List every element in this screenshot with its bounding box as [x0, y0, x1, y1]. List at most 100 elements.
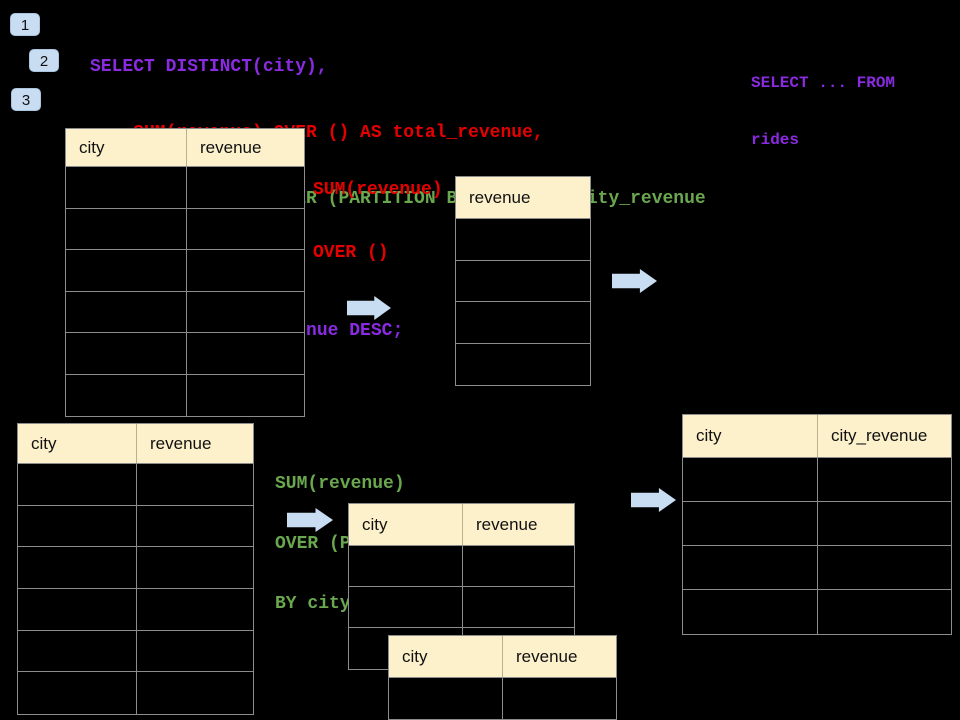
empty-cell: [503, 678, 616, 719]
table-row: [66, 250, 304, 292]
over-all-line-1: SUM(revenue): [313, 180, 443, 200]
empty-cell: [818, 546, 951, 589]
table-row: [66, 374, 304, 416]
table-row: [18, 630, 253, 673]
column-header: revenue: [502, 636, 616, 677]
column-header: revenue: [456, 177, 590, 218]
empty-cell: [18, 505, 137, 547]
flow-arrow-icon: [631, 488, 676, 512]
empty-cell: [187, 167, 304, 208]
fragment-line-1: SELECT ... FROM: [751, 74, 896, 92]
fragment-line-2: rides: [751, 131, 800, 149]
column-header: city: [66, 129, 187, 166]
empty-cell: [137, 672, 253, 715]
over-all-annotation: SUM(revenue) OVER (): [313, 138, 443, 306]
empty-cell: [66, 250, 187, 291]
table-row: [683, 590, 951, 634]
table-row: [456, 302, 590, 344]
empty-cell: [818, 458, 951, 501]
empty-cell: [349, 546, 463, 586]
empty-cell: [818, 590, 951, 634]
step-badge-2: 2: [29, 49, 59, 72]
table-row: [456, 219, 590, 261]
column-header: revenue: [136, 424, 253, 463]
step-badge-1: 1: [10, 13, 40, 36]
empty-cell: [18, 547, 137, 589]
empty-cell: [456, 219, 590, 260]
empty-cell: [187, 291, 304, 332]
empty-cell: [66, 291, 187, 332]
table-row: [389, 678, 616, 720]
table-row: [66, 291, 304, 333]
empty-cell: [66, 374, 187, 416]
table-row: [18, 672, 253, 715]
sql-line-select: SELECT DISTINCT(city),: [90, 57, 328, 77]
step-badge-3: 3: [11, 88, 41, 111]
column-header: revenue: [462, 504, 574, 545]
table-row: [66, 208, 304, 250]
column-header: city: [683, 415, 818, 457]
table-row: [456, 260, 590, 302]
table-total-revenue-result: revenue: [455, 176, 591, 386]
empty-cell: [137, 589, 253, 630]
column-header: city: [389, 636, 503, 677]
empty-cell: [137, 505, 253, 547]
empty-cell: [818, 502, 951, 545]
empty-cell: [389, 678, 503, 719]
table-row: [66, 167, 304, 209]
empty-cell: [18, 630, 137, 672]
empty-cell: [187, 250, 304, 291]
partition-line-3: BY city): [275, 594, 362, 614]
empty-cell: [456, 302, 590, 343]
table-row: [66, 333, 304, 375]
empty-cell: [683, 546, 818, 589]
empty-cell: [66, 333, 187, 374]
empty-cell: [683, 458, 818, 501]
empty-cell: [187, 208, 304, 249]
empty-cell: [456, 343, 590, 385]
table-row: [18, 464, 253, 506]
empty-cell: [18, 589, 137, 630]
select-from-rides-note: SELECT ... FROM rides: [751, 36, 895, 188]
table-row: [349, 587, 574, 628]
column-header: city: [18, 424, 137, 463]
empty-cell: [683, 590, 818, 634]
empty-cell: [18, 672, 137, 715]
empty-cell: [187, 333, 304, 374]
partition-line-1: SUM(revenue): [275, 474, 405, 494]
table-row: [18, 589, 253, 631]
empty-cell: [137, 630, 253, 672]
table-row: [18, 505, 253, 548]
table-row: [349, 546, 574, 587]
table-row: [456, 343, 590, 385]
empty-cell: [18, 464, 137, 505]
empty-cell: [463, 546, 574, 586]
column-header: revenue: [186, 129, 304, 166]
table-row: [683, 546, 951, 590]
empty-cell: [66, 167, 187, 208]
column-header: city: [349, 504, 463, 545]
column-header: city_revenue: [817, 415, 951, 457]
over-all-line-2: OVER (): [313, 243, 389, 263]
table-row: [683, 458, 951, 502]
empty-cell: [137, 547, 253, 589]
empty-cell: [137, 464, 253, 505]
empty-cell: [66, 208, 187, 249]
table-header-row: revenue: [456, 177, 590, 219]
table-row: [683, 502, 951, 546]
empty-cell: [349, 587, 463, 627]
empty-cell: [187, 374, 304, 416]
table-row: [18, 547, 253, 590]
empty-cell: [463, 587, 574, 627]
empty-cell: [683, 502, 818, 545]
